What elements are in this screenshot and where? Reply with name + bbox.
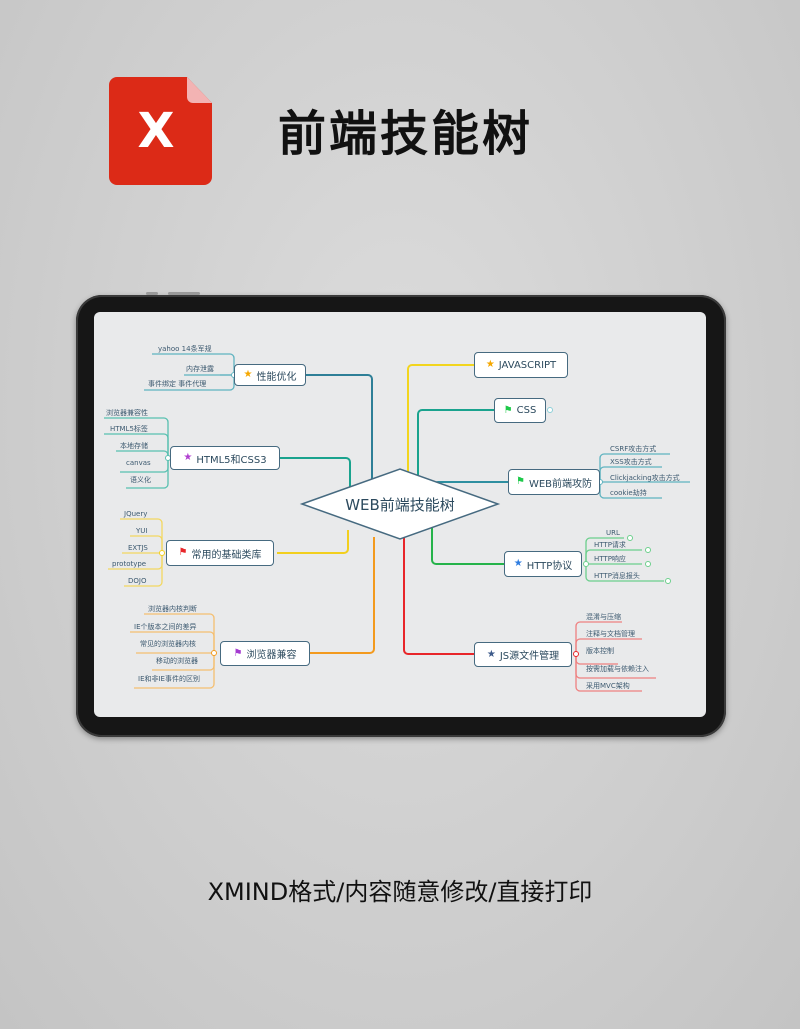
- topic-label: 常用的基础类库: [191, 549, 262, 561]
- flag-icon: ⚑: [503, 404, 513, 416]
- subtopic[interactable]: 浏览器兼容性: [106, 409, 148, 417]
- topic-label: JAVASCRIPT: [498, 359, 557, 371]
- topic-label: WEB前端攻防: [528, 478, 593, 490]
- subtopic[interactable]: HTTP消息报头: [594, 572, 640, 580]
- subtopic[interactable]: 版本控制: [586, 647, 614, 655]
- star-icon: ★: [513, 558, 523, 569]
- subtopic[interactable]: cookie劫持: [610, 489, 647, 497]
- mindmap-canvas: WEB前端技能树 ★ 性能优化 ★ HTML5和CSS3 ⚑ 常用的基础类库 ⚑…: [94, 312, 706, 717]
- central-topic[interactable]: WEB前端技能树: [302, 492, 498, 516]
- subtopic[interactable]: 浏览器内核判断: [148, 605, 197, 613]
- subtopic[interactable]: HTML5标签: [110, 425, 148, 433]
- central-topic-label: WEB前端技能树: [345, 495, 455, 514]
- subtopic[interactable]: 语义化: [130, 476, 151, 484]
- topic-label: JS源文件管理: [499, 651, 560, 662]
- flag-icon: ⚑: [178, 547, 188, 558]
- subtopic[interactable]: YUI: [136, 527, 148, 535]
- subtopic[interactable]: 内存泄露: [186, 365, 214, 373]
- subtopic[interactable]: HTTP请求: [594, 541, 626, 549]
- tablet-frame: WEB前端技能树 ★ 性能优化 ★ HTML5和CSS3 ⚑ 常用的基础类库 ⚑…: [76, 292, 726, 737]
- subtopic[interactable]: URL: [606, 529, 620, 537]
- subtopic[interactable]: EXTJS: [128, 544, 148, 552]
- mindmap-connectors: [104, 353, 690, 692]
- subtopic[interactable]: IE和非IE事件的区别: [138, 675, 200, 683]
- topic-label: HTTP协议: [526, 560, 573, 572]
- topic-css[interactable]: ⚑ CSS: [494, 398, 546, 423]
- subtopic[interactable]: yahoo 14条军规: [158, 345, 212, 353]
- topic-label: CSS: [516, 405, 537, 416]
- topic-performance[interactable]: ★ 性能优化: [234, 364, 306, 386]
- subtopic[interactable]: 按需加载与依赖注入: [586, 665, 649, 673]
- tablet-button: [146, 292, 158, 295]
- topic-web-security[interactable]: ⚑ WEB前端攻防: [508, 469, 600, 495]
- subtopic[interactable]: CSRF攻击方式: [610, 445, 657, 453]
- topic-http[interactable]: ★ HTTP协议: [504, 551, 582, 577]
- subtopic[interactable]: IE个版本之间的差异: [134, 623, 197, 631]
- subtopic[interactable]: JQuery: [124, 510, 148, 518]
- topic-html5-css3[interactable]: ★ HTML5和CSS3: [170, 446, 280, 470]
- logo-letter: X: [137, 103, 175, 159]
- topic-base-libraries[interactable]: ⚑ 常用的基础类库: [166, 540, 274, 566]
- subtopic[interactable]: 注释与文档管理: [586, 630, 635, 638]
- page-title: 前端技能树: [278, 106, 534, 162]
- subtopic[interactable]: 本地存储: [120, 442, 148, 450]
- topic-js-source[interactable]: ★ JS源文件管理: [474, 642, 572, 667]
- subtopic[interactable]: 采用MVC架构: [586, 682, 630, 690]
- topic-browser-compat[interactable]: ⚑ 浏览器兼容: [220, 641, 310, 666]
- tablet-button: [168, 292, 200, 295]
- topic-label: 浏览器兼容: [246, 650, 297, 661]
- star-icon: ★: [485, 359, 495, 370]
- topic-label: 性能优化: [256, 371, 297, 383]
- topic-label: HTML5和CSS3: [196, 454, 267, 466]
- subtopic[interactable]: XSS攻击方式: [610, 458, 652, 466]
- subtopic[interactable]: prototype: [112, 560, 147, 568]
- subtopic[interactable]: 常见的浏览器内核: [140, 640, 196, 648]
- subtopic[interactable]: 事件绑定 事件代理: [148, 380, 207, 388]
- footer-subtitle: XMIND格式/内容随意修改/直接打印: [207, 878, 593, 906]
- star-icon: ★: [243, 369, 253, 380]
- topic-javascript[interactable]: ★ JAVASCRIPT: [474, 352, 568, 378]
- star-icon: ★: [486, 648, 496, 660]
- subtopic[interactable]: 移动的浏览器: [156, 657, 198, 665]
- subtopic[interactable]: HTTP响应: [594, 555, 626, 563]
- star-icon: ★: [183, 452, 193, 463]
- subtopic[interactable]: DOJO: [128, 577, 147, 585]
- xmind-file-icon: X: [109, 77, 212, 185]
- flag-icon: ⚑: [515, 476, 525, 487]
- flag-icon: ⚑: [233, 647, 243, 659]
- subtopic[interactable]: Clickjacking攻击方式: [610, 474, 680, 482]
- subtopic[interactable]: canvas: [126, 459, 151, 467]
- subtopic[interactable]: 混淆与压缩: [586, 613, 621, 621]
